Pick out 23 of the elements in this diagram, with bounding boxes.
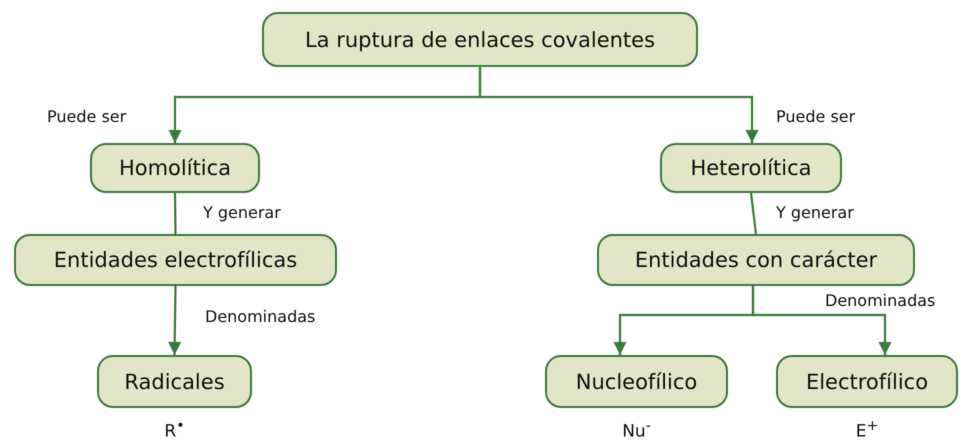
connector-line [750,192,758,234]
concept-text: Entidades electrofílicas [54,248,298,272]
arrow [168,286,182,356]
concept-text: Electrofílico [806,370,928,394]
symbol-text: E$^{+}$ [856,418,878,440]
symbol-text: Nu$^{-}$ [622,418,651,440]
concept-text: Nucleofílico [576,370,698,394]
concept-text: Heterolítica [690,156,812,180]
arrow [478,67,759,143]
arrow [752,286,892,355]
concept-text: Radicales [124,370,225,394]
connector-line [174,192,177,234]
concept-box [660,143,842,193]
concept-text: Homolítica [118,156,232,180]
concept-box [90,143,260,193]
edge-label: Y generar [201,203,283,222]
concept-box [262,12,698,67]
edge-label: Y generar [774,203,856,222]
concept-text: Entidades con carácter [634,248,878,272]
concept-text: La ruptura de enlaces covalentes [304,28,656,52]
concept-box [14,234,337,286]
concept-box [597,234,915,286]
symbol-text: R$^{•}$ [164,418,185,440]
